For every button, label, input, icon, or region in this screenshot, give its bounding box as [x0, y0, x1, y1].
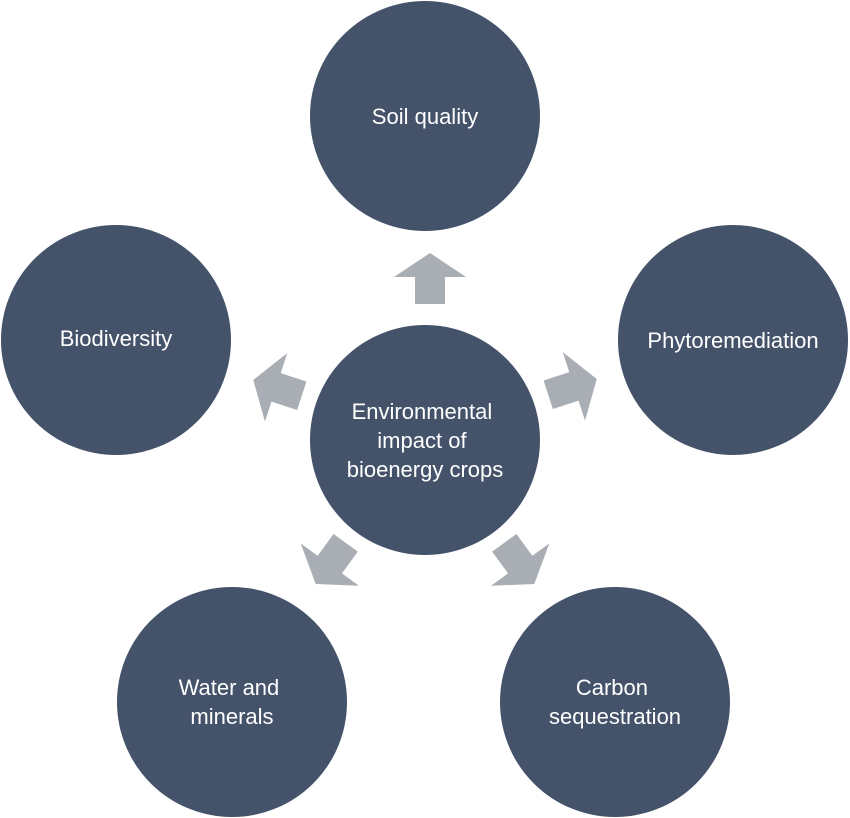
node-phytoremediation: Phytoremediation [616, 223, 850, 457]
node-carbon-sequestration-line-2: sequestration [549, 704, 681, 729]
node-water-and-minerals-line-1: Water and [179, 675, 280, 700]
node-soil-quality-label: Soil quality [372, 104, 478, 129]
arrow-to-carbon-sequestration-icon [491, 533, 550, 586]
arrow-to-biodiversity-icon [253, 353, 307, 422]
node-biodiversity-line-1: Biodiversity [60, 326, 172, 351]
node-soil-quality-circle [308, 0, 542, 233]
node-phytoremediation-label: Phytoremediation [647, 328, 818, 353]
node-center-line-1: Environmental [352, 399, 493, 424]
node-phytoremediation-circle [616, 223, 850, 457]
node-biodiversity-label: Biodiversity [60, 326, 172, 351]
node-center-line-3: bioenergy crops [347, 457, 504, 482]
node-soil-quality: Soil quality [308, 0, 542, 233]
node-water-and-minerals-line-2: minerals [190, 704, 273, 729]
node-carbon-sequestration-label: Carbon sequestration [549, 675, 681, 729]
node-carbon-sequestration-line-1: Carbon [576, 675, 648, 700]
arrow-to-water-and-minerals-icon [300, 533, 359, 586]
node-soil-quality-line-1: Soil quality [372, 104, 478, 129]
node-water-and-minerals-label: Water and minerals [179, 675, 286, 729]
node-center-line-2: impact of [377, 428, 467, 453]
node-center: Environmental impact of bioenergy crops [308, 323, 542, 557]
node-biodiversity: Biodiversity [0, 223, 233, 457]
node-center-label: Environmental impact of bioenergy crops [347, 399, 504, 482]
arrow-to-phytoremediation-icon [543, 352, 597, 421]
node-water-and-minerals: Water and minerals [115, 585, 349, 818]
arrows [253, 253, 597, 586]
node-phytoremediation-line-1: Phytoremediation [647, 328, 818, 353]
node-biodiversity-circle [0, 223, 233, 457]
node-center-circle [308, 323, 542, 557]
node-carbon-sequestration-circle [498, 585, 732, 818]
arrow-to-soil-quality-icon [394, 253, 466, 304]
node-carbon-sequestration: Carbon sequestration [498, 585, 732, 818]
node-water-and-minerals-circle [115, 585, 349, 818]
